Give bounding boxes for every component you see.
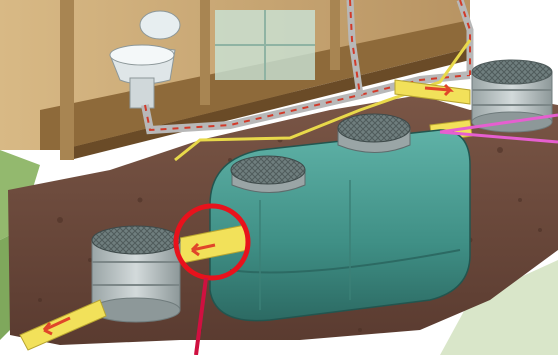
- tank-manhole-left: [231, 156, 305, 193]
- manhole-cover-icon: [338, 114, 410, 142]
- manhole-cover-icon: [472, 60, 552, 84]
- tank-manhole-right: [338, 114, 410, 153]
- manhole-cover-icon: [92, 226, 180, 254]
- manhole-cover-icon: [231, 156, 305, 184]
- inspection-chamber-left: [92, 226, 180, 322]
